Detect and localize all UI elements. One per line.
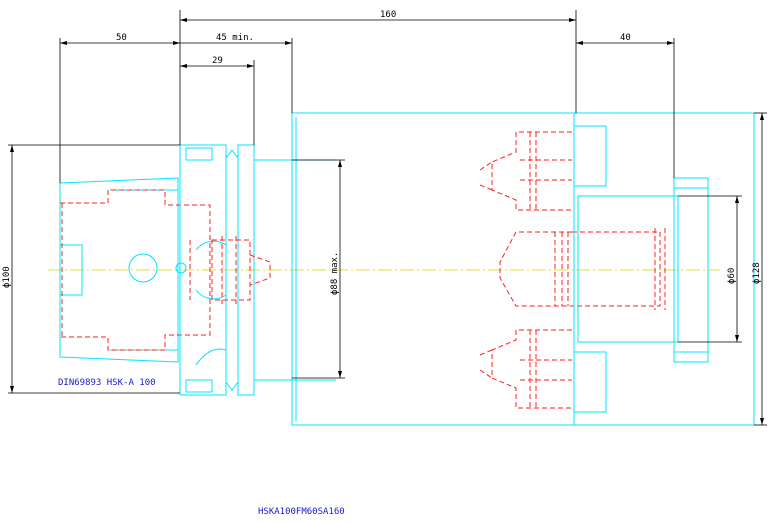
dim-dia-60: ϕ60 (727, 268, 737, 284)
dim-50: 50 (116, 33, 127, 43)
face-outline (573, 112, 755, 426)
dim-dia-88-max: ϕ88 max. (330, 252, 340, 295)
hsk-taper-hidden (60, 189, 211, 351)
screw-bottom-hidden (479, 329, 572, 409)
flange-hidden (211, 236, 271, 304)
dim-45-min: 45 min. (216, 33, 254, 43)
dim-dia-128: ϕ128 (752, 262, 762, 284)
dimension-lines (8, 10, 767, 426)
screw-middle-hidden (499, 228, 666, 310)
screw-top-hidden (479, 131, 572, 211)
dim-40: 40 (620, 33, 631, 43)
flange-outline (179, 144, 292, 396)
dim-160: 160 (380, 10, 396, 20)
part-code: HSKA100FM60SA160 (258, 507, 345, 517)
standard-note: DIN69893 HSK-A 100 (58, 378, 156, 388)
dim-dia-100: ϕ100 (2, 266, 12, 288)
dim-29: 29 (212, 56, 223, 66)
